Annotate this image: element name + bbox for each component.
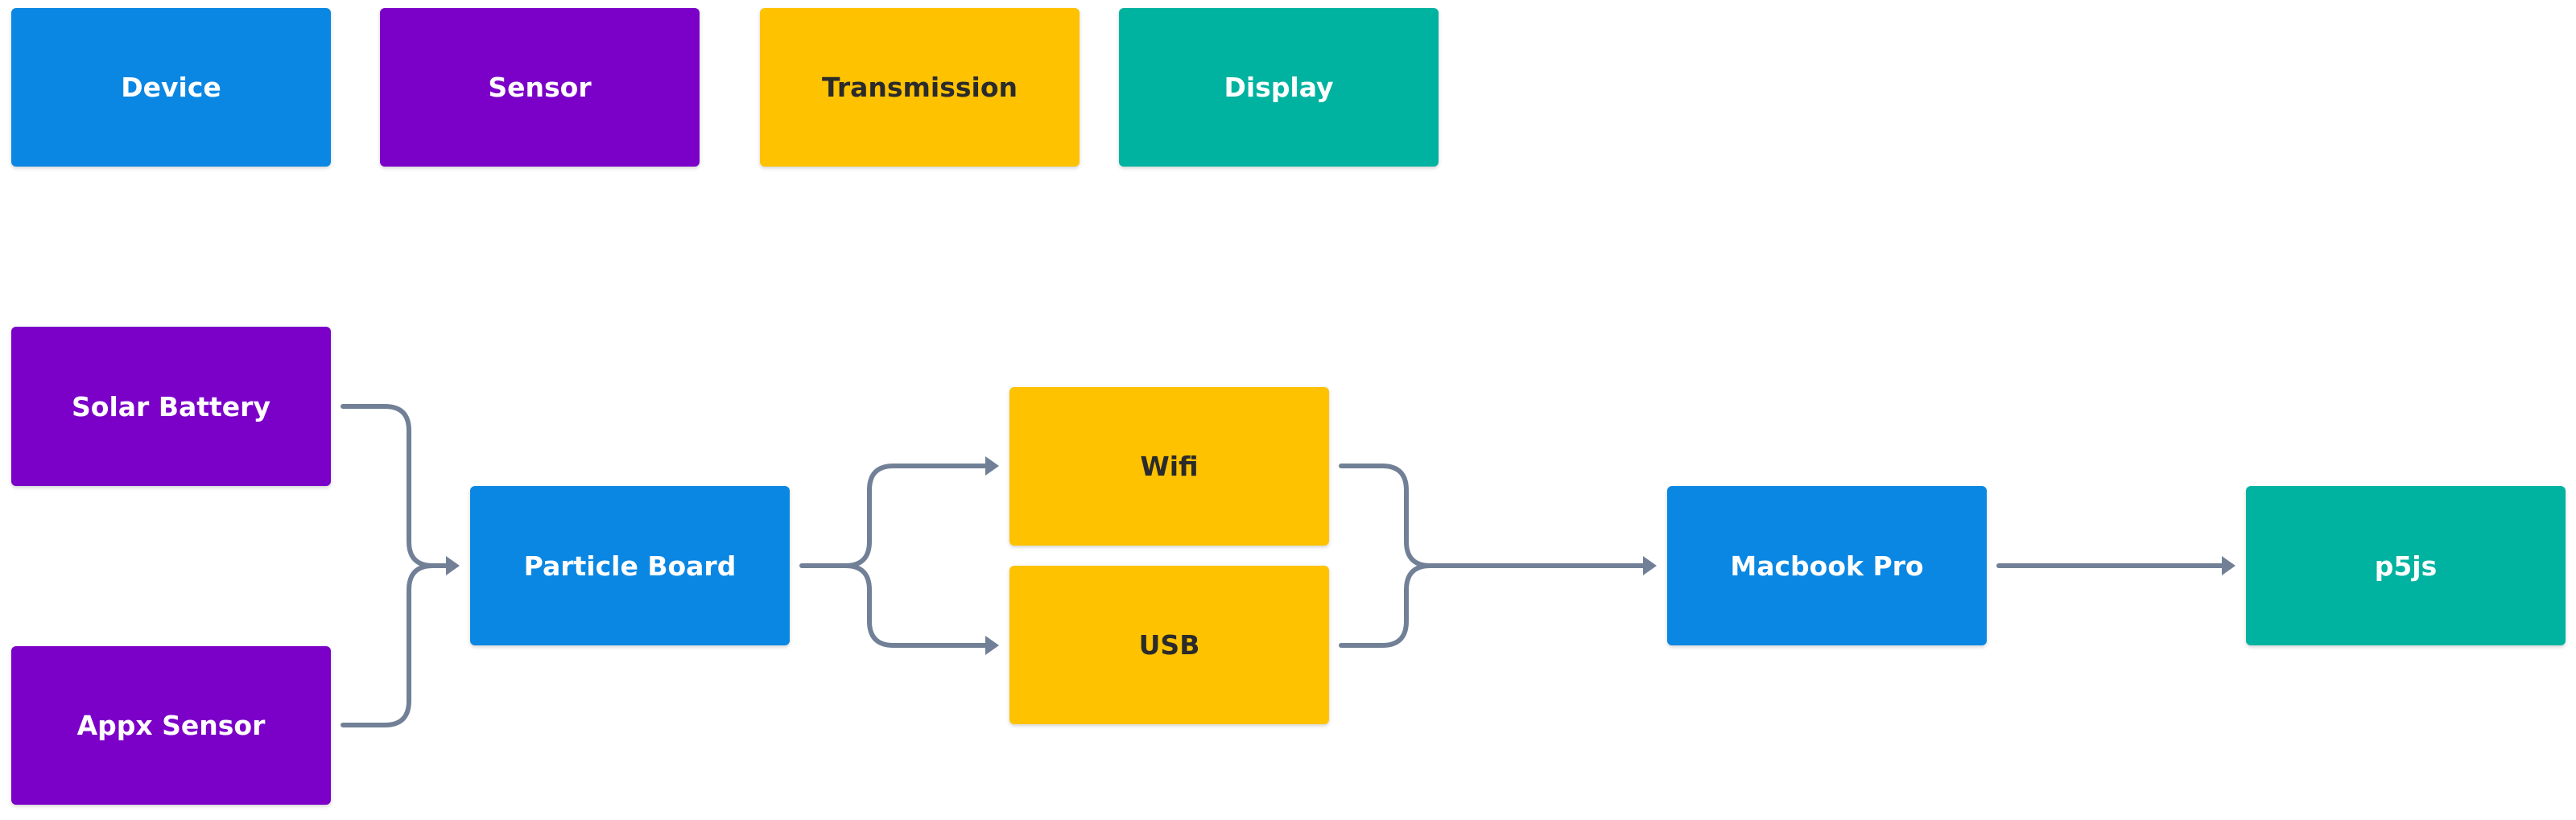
node-wifi: Wifi (1009, 387, 1329, 546)
arrow-head-macbook (1643, 556, 1657, 575)
arrow-head-particle (446, 556, 460, 575)
connector-appx-to-particle (341, 563, 436, 727)
legend-sensor: Sensor (380, 8, 700, 167)
node-particle-board: Particle Board (470, 486, 790, 645)
node-macbook-pro: Macbook Pro (1667, 486, 1987, 645)
node-p5js: p5js (2246, 486, 2566, 645)
legend-display: Display (1119, 8, 1439, 167)
connector-particle-to-usb (843, 563, 988, 648)
connector-usb-to-macbook (1339, 563, 1433, 648)
connector-wifi-to-macbook (1339, 464, 1645, 568)
node-solar-battery: Solar Battery (11, 327, 331, 486)
connector-solar-to-particle (341, 404, 448, 568)
legend-transmission: Transmission (760, 8, 1080, 167)
arrow-head-wifi (985, 456, 999, 476)
arrow-head-p5js (2222, 556, 2235, 575)
legend-device: Device (11, 8, 331, 167)
node-usb: USB (1009, 566, 1329, 724)
arrow-head-usb (985, 636, 999, 655)
node-appx-sensor: Appx Sensor (11, 646, 331, 805)
connector-particle-to-wifi (799, 464, 988, 568)
